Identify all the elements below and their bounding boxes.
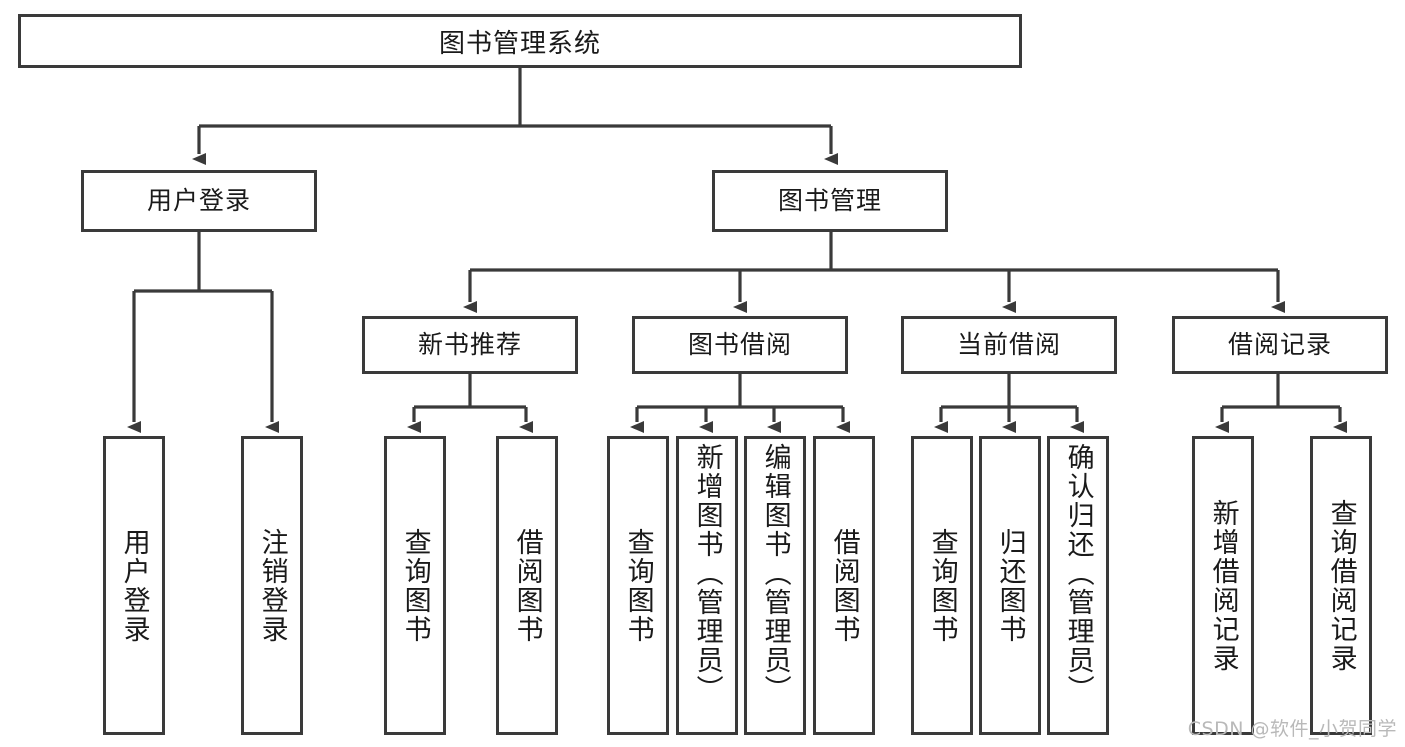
leaf-borrow-record-query[interactable]: 查询借阅记录 [1310, 436, 1372, 735]
leaf-borrow-record-add[interactable]: 新增借阅记录 [1192, 436, 1254, 735]
leaf-label: 用户登录 [118, 527, 150, 644]
leaf-label: 注销登录 [256, 527, 288, 644]
leaf-label: 借阅图书 [511, 527, 543, 644]
node-new-book-recommend[interactable]: 新书推荐 [362, 316, 578, 374]
leaf-label: 新增图书（管理员） [691, 443, 723, 704]
node-book-management[interactable]: 图书管理 [712, 170, 948, 232]
node-book-borrow-label: 图书借阅 [687, 329, 792, 359]
leaf-label: 借阅图书 [828, 527, 860, 644]
leaf-current-borrow-return[interactable]: 归还图书 [979, 436, 1041, 735]
node-current-borrow-label: 当前借阅 [956, 329, 1061, 359]
leaf-book-borrow-add[interactable]: 新增图书（管理员） [676, 436, 738, 735]
node-user-login[interactable]: 用户登录 [81, 170, 317, 232]
leaf-label: 查询借阅记录 [1325, 498, 1357, 673]
leaf-label: 新增借阅记录 [1207, 498, 1239, 673]
leaf-current-borrow-confirm-return[interactable]: 确认归还（管理员） [1047, 436, 1109, 735]
leaf-label: 编辑图书（管理员） [759, 443, 791, 704]
leaf-book-borrow-edit[interactable]: 编辑图书（管理员） [744, 436, 806, 735]
leaf-label: 确认归还（管理员） [1062, 443, 1094, 704]
csdn-watermark: CSDN @软件_小贺同学 [1187, 718, 1397, 740]
node-current-borrow[interactable]: 当前借阅 [901, 316, 1117, 374]
leaf-user-login-logout[interactable]: 注销登录 [241, 436, 303, 735]
node-new-book-recommend-label: 新书推荐 [417, 329, 522, 359]
leaf-book-borrow-query[interactable]: 查询图书 [607, 436, 669, 735]
leaf-label: 查询图书 [399, 527, 431, 644]
node-root-label: 图书管理系统 [438, 28, 601, 59]
leaf-new-book-borrow[interactable]: 借阅图书 [496, 436, 558, 735]
leaf-new-book-query[interactable]: 查询图书 [384, 436, 446, 735]
node-book-management-label: 图书管理 [777, 185, 882, 215]
leaf-current-borrow-query[interactable]: 查询图书 [911, 436, 973, 735]
node-borrow-record-label: 借阅记录 [1227, 329, 1332, 359]
leaf-user-login-login[interactable]: 用户登录 [103, 436, 165, 735]
leaf-book-borrow-borrow[interactable]: 借阅图书 [813, 436, 875, 735]
leaf-label: 查询图书 [926, 527, 958, 644]
leaf-label: 归还图书 [994, 527, 1026, 644]
leaf-label: 查询图书 [622, 527, 654, 644]
node-root-system[interactable]: 图书管理系统 [18, 14, 1022, 68]
node-borrow-record[interactable]: 借阅记录 [1172, 316, 1388, 374]
node-book-borrow[interactable]: 图书借阅 [632, 316, 848, 374]
node-user-login-label: 用户登录 [146, 185, 251, 215]
